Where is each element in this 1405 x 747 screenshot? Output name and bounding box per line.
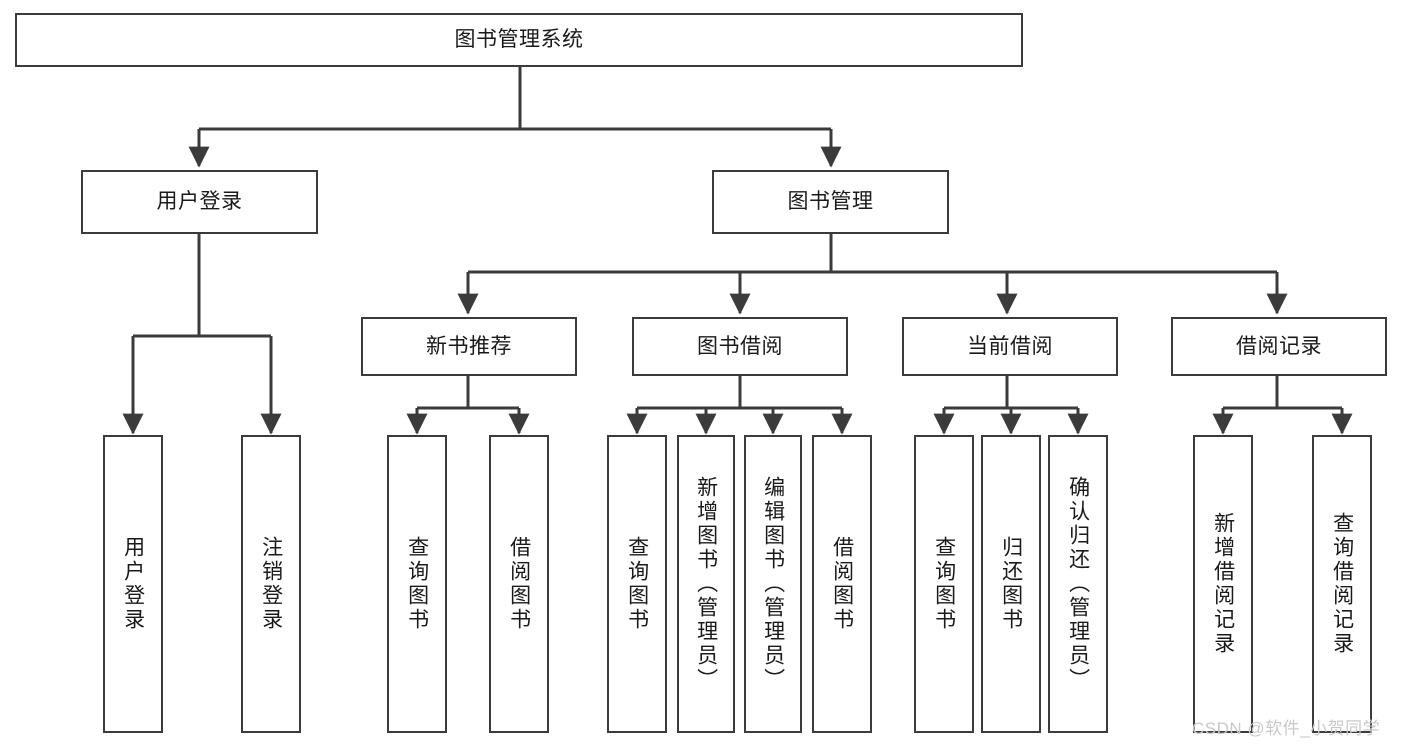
node-leaf-query-record-label: 查询借阅记录 <box>1330 512 1354 656</box>
node-leaf-logout-label: 注销登录 <box>259 536 283 632</box>
node-leaf-borrow-book-2-label: 借阅图书 <box>830 536 854 632</box>
node-leaf-query-book-1-label: 查询图书 <box>405 536 429 632</box>
node-book-mgmt-label: 图书管理 <box>787 190 874 214</box>
node-leaf-query-book-3-label: 查询图书 <box>932 536 956 632</box>
node-leaf-query-book-2-label: 查询图书 <box>625 536 649 632</box>
node-leaf-query-record[interactable]: 查询借阅记录 <box>1312 435 1372 733</box>
node-leaf-return-book[interactable]: 归还图书 <box>981 435 1041 733</box>
node-leaf-query-book-2[interactable]: 查询图书 <box>607 435 667 733</box>
node-root[interactable]: 图书管理系统 <box>15 13 1023 67</box>
node-user-login[interactable]: 用户登录 <box>81 170 318 234</box>
node-leaf-query-book-1[interactable]: 查询图书 <box>387 435 447 733</box>
node-leaf-add-record-label: 新增借阅记录 <box>1211 512 1235 656</box>
node-leaf-confirm-return-label: 确认归还（管理员） <box>1066 476 1090 692</box>
node-leaf-user-login[interactable]: 用户登录 <box>103 435 163 733</box>
node-leaf-borrow-book-2[interactable]: 借阅图书 <box>812 435 872 733</box>
csdn-watermark: CSDN @软件_小贺同学 <box>1192 719 1381 738</box>
node-current-borrow[interactable]: 当前借阅 <box>902 317 1118 376</box>
node-borrow-record[interactable]: 借阅记录 <box>1171 317 1387 376</box>
node-leaf-confirm-return[interactable]: 确认归还（管理员） <box>1048 435 1108 733</box>
node-new-book-rec[interactable]: 新书推荐 <box>361 317 577 376</box>
node-leaf-query-book-3[interactable]: 查询图书 <box>914 435 974 733</box>
node-user-login-label: 用户登录 <box>156 190 243 214</box>
node-book-mgmt[interactable]: 图书管理 <box>712 170 949 234</box>
node-leaf-add-book-label: 新增图书（管理员） <box>694 476 718 692</box>
node-leaf-edit-book[interactable]: 编辑图书（管理员） <box>744 435 802 733</box>
node-book-borrow-label: 图书借阅 <box>697 334 783 358</box>
node-current-borrow-label: 当前借阅 <box>967 334 1053 358</box>
node-leaf-add-book[interactable]: 新增图书（管理员） <box>677 435 735 733</box>
node-leaf-return-book-label: 归还图书 <box>999 536 1023 632</box>
node-root-label: 图书管理系统 <box>454 28 584 52</box>
node-book-borrow[interactable]: 图书借阅 <box>632 317 848 376</box>
node-leaf-borrow-book-1-label: 借阅图书 <box>507 536 531 632</box>
node-leaf-user-login-label: 用户登录 <box>121 536 145 632</box>
node-leaf-logout[interactable]: 注销登录 <box>241 435 301 733</box>
node-leaf-edit-book-label: 编辑图书（管理员） <box>761 476 785 692</box>
node-leaf-add-record[interactable]: 新增借阅记录 <box>1193 435 1253 733</box>
node-new-book-rec-label: 新书推荐 <box>426 334 512 358</box>
node-leaf-borrow-book-1[interactable]: 借阅图书 <box>489 435 549 733</box>
node-borrow-record-label: 借阅记录 <box>1236 334 1322 358</box>
